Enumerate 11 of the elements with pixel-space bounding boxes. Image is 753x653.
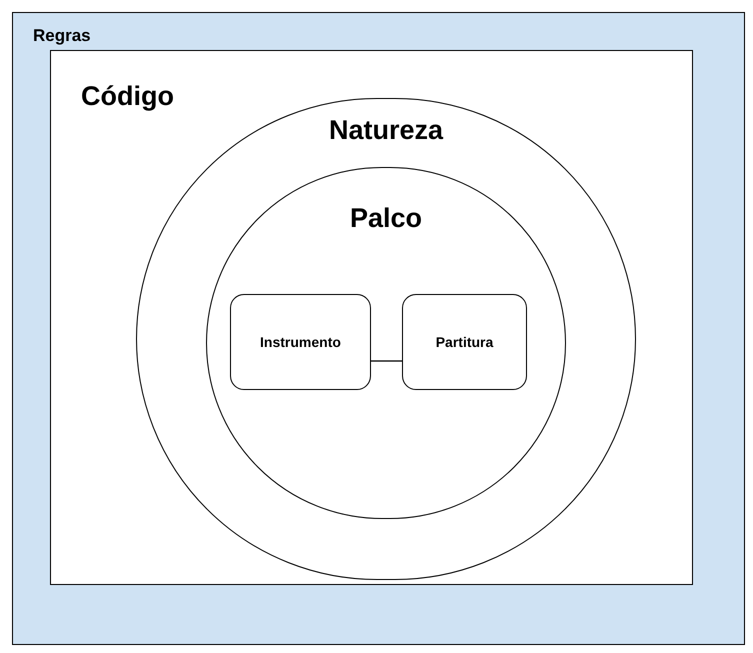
node-label: Natureza	[328, 117, 444, 144]
node-label: Código	[81, 83, 174, 110]
node-label: Palco	[348, 205, 424, 232]
connector-line	[371, 360, 402, 362]
node-label: Partitura	[436, 332, 494, 352]
node-label: Regras	[33, 27, 91, 44]
inner-panel	[50, 50, 693, 585]
rounded-box	[230, 294, 371, 390]
outer-panel	[12, 12, 745, 645]
rounded-box	[402, 294, 527, 390]
node-label: Instrumento	[260, 332, 341, 352]
